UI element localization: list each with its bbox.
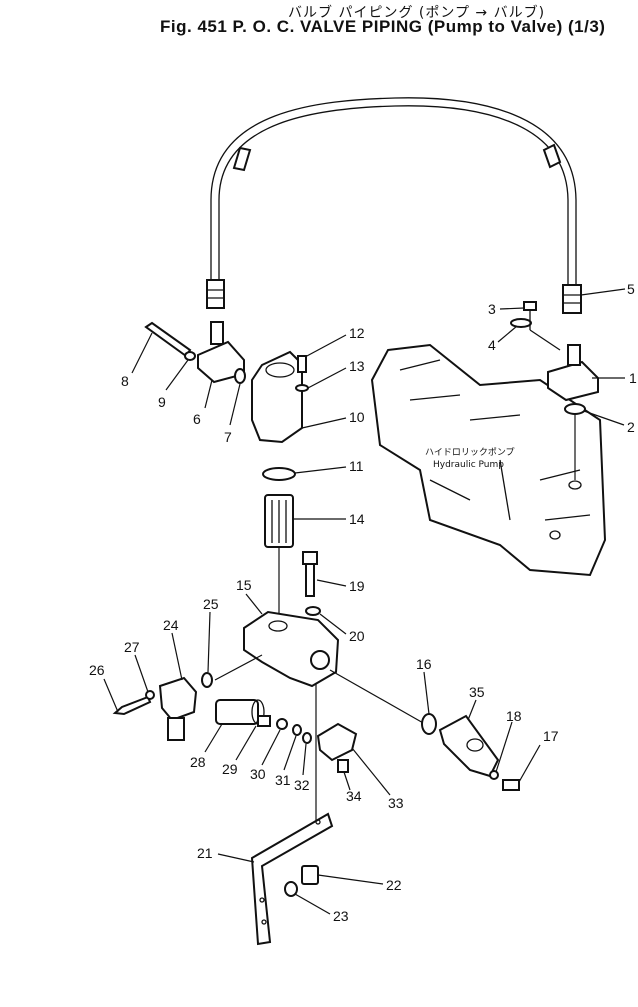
callout-4: 4 — [488, 337, 496, 353]
hose-icon — [206, 97, 582, 314]
callout-27: 27 — [124, 639, 140, 655]
callout-34: 34 — [346, 788, 362, 804]
callout-8: 8 — [121, 373, 129, 389]
elbow-fitting-icon — [316, 722, 358, 773]
callout-11: 11 — [349, 458, 364, 474]
pipe-flange-icon — [510, 301, 599, 480]
callout-12: 12 — [349, 325, 365, 341]
callout-29: 29 — [222, 761, 238, 777]
filter-element-icon — [264, 494, 294, 620]
callout-26: 26 — [89, 662, 105, 678]
callout-23: 23 — [333, 908, 349, 924]
poc-valve-body-icon — [214, 610, 426, 820]
callout-16: 16 — [416, 656, 432, 672]
callouts: 1 2 3 4 5 6 7 8 9 10 11 12 13 14 15 16 1… — [89, 281, 637, 924]
callout-33: 33 — [388, 795, 404, 811]
callout-32: 32 — [294, 777, 310, 793]
callout-19: 19 — [349, 578, 365, 594]
callout-9: 9 — [158, 394, 166, 410]
callout-25: 25 — [203, 596, 219, 612]
title-japanese: バルブ パイピング (ポンプ → バルブ) — [288, 5, 546, 21]
callout-20: 20 — [349, 628, 365, 644]
pump-label-japanese: ハイドロリックポンプ — [425, 447, 515, 458]
valve-assembly-icon — [421, 713, 520, 791]
callout-17: 17 — [543, 728, 559, 744]
callout-1: 1 — [629, 370, 637, 386]
callout-6: 6 — [193, 411, 201, 427]
callout-35: 35 — [469, 684, 485, 700]
callout-30: 30 — [250, 766, 266, 782]
bracket-icon — [250, 812, 334, 946]
callout-14: 14 — [349, 511, 365, 527]
hydraulic-pump-icon: ハイドロリックポンプ Hydraulic Pump — [370, 343, 607, 577]
callout-31: 31 — [275, 772, 291, 788]
callout-2: 2 — [627, 419, 635, 435]
callout-3: 3 — [488, 301, 496, 317]
callout-5: 5 — [627, 281, 635, 297]
filter-case-icon — [251, 350, 309, 481]
bolt-icon — [302, 551, 321, 616]
callout-10: 10 — [349, 409, 365, 425]
callout-21: 21 — [197, 845, 213, 861]
plug-icon — [215, 699, 312, 744]
title-english: Fig. 451 P. O. C. VALVE PIPING (Pump to … — [160, 17, 606, 36]
callout-22: 22 — [386, 877, 402, 893]
callout-24: 24 — [163, 617, 179, 633]
pipe-flange-icon — [144, 321, 246, 384]
elbow-fitting-icon — [112, 672, 213, 741]
callout-13: 13 — [349, 358, 365, 374]
callout-15: 15 — [236, 577, 252, 593]
pump-label-english: Hydraulic Pump — [433, 460, 504, 470]
callout-18: 18 — [506, 708, 522, 724]
callout-7: 7 — [224, 429, 232, 445]
callout-28: 28 — [190, 754, 206, 770]
